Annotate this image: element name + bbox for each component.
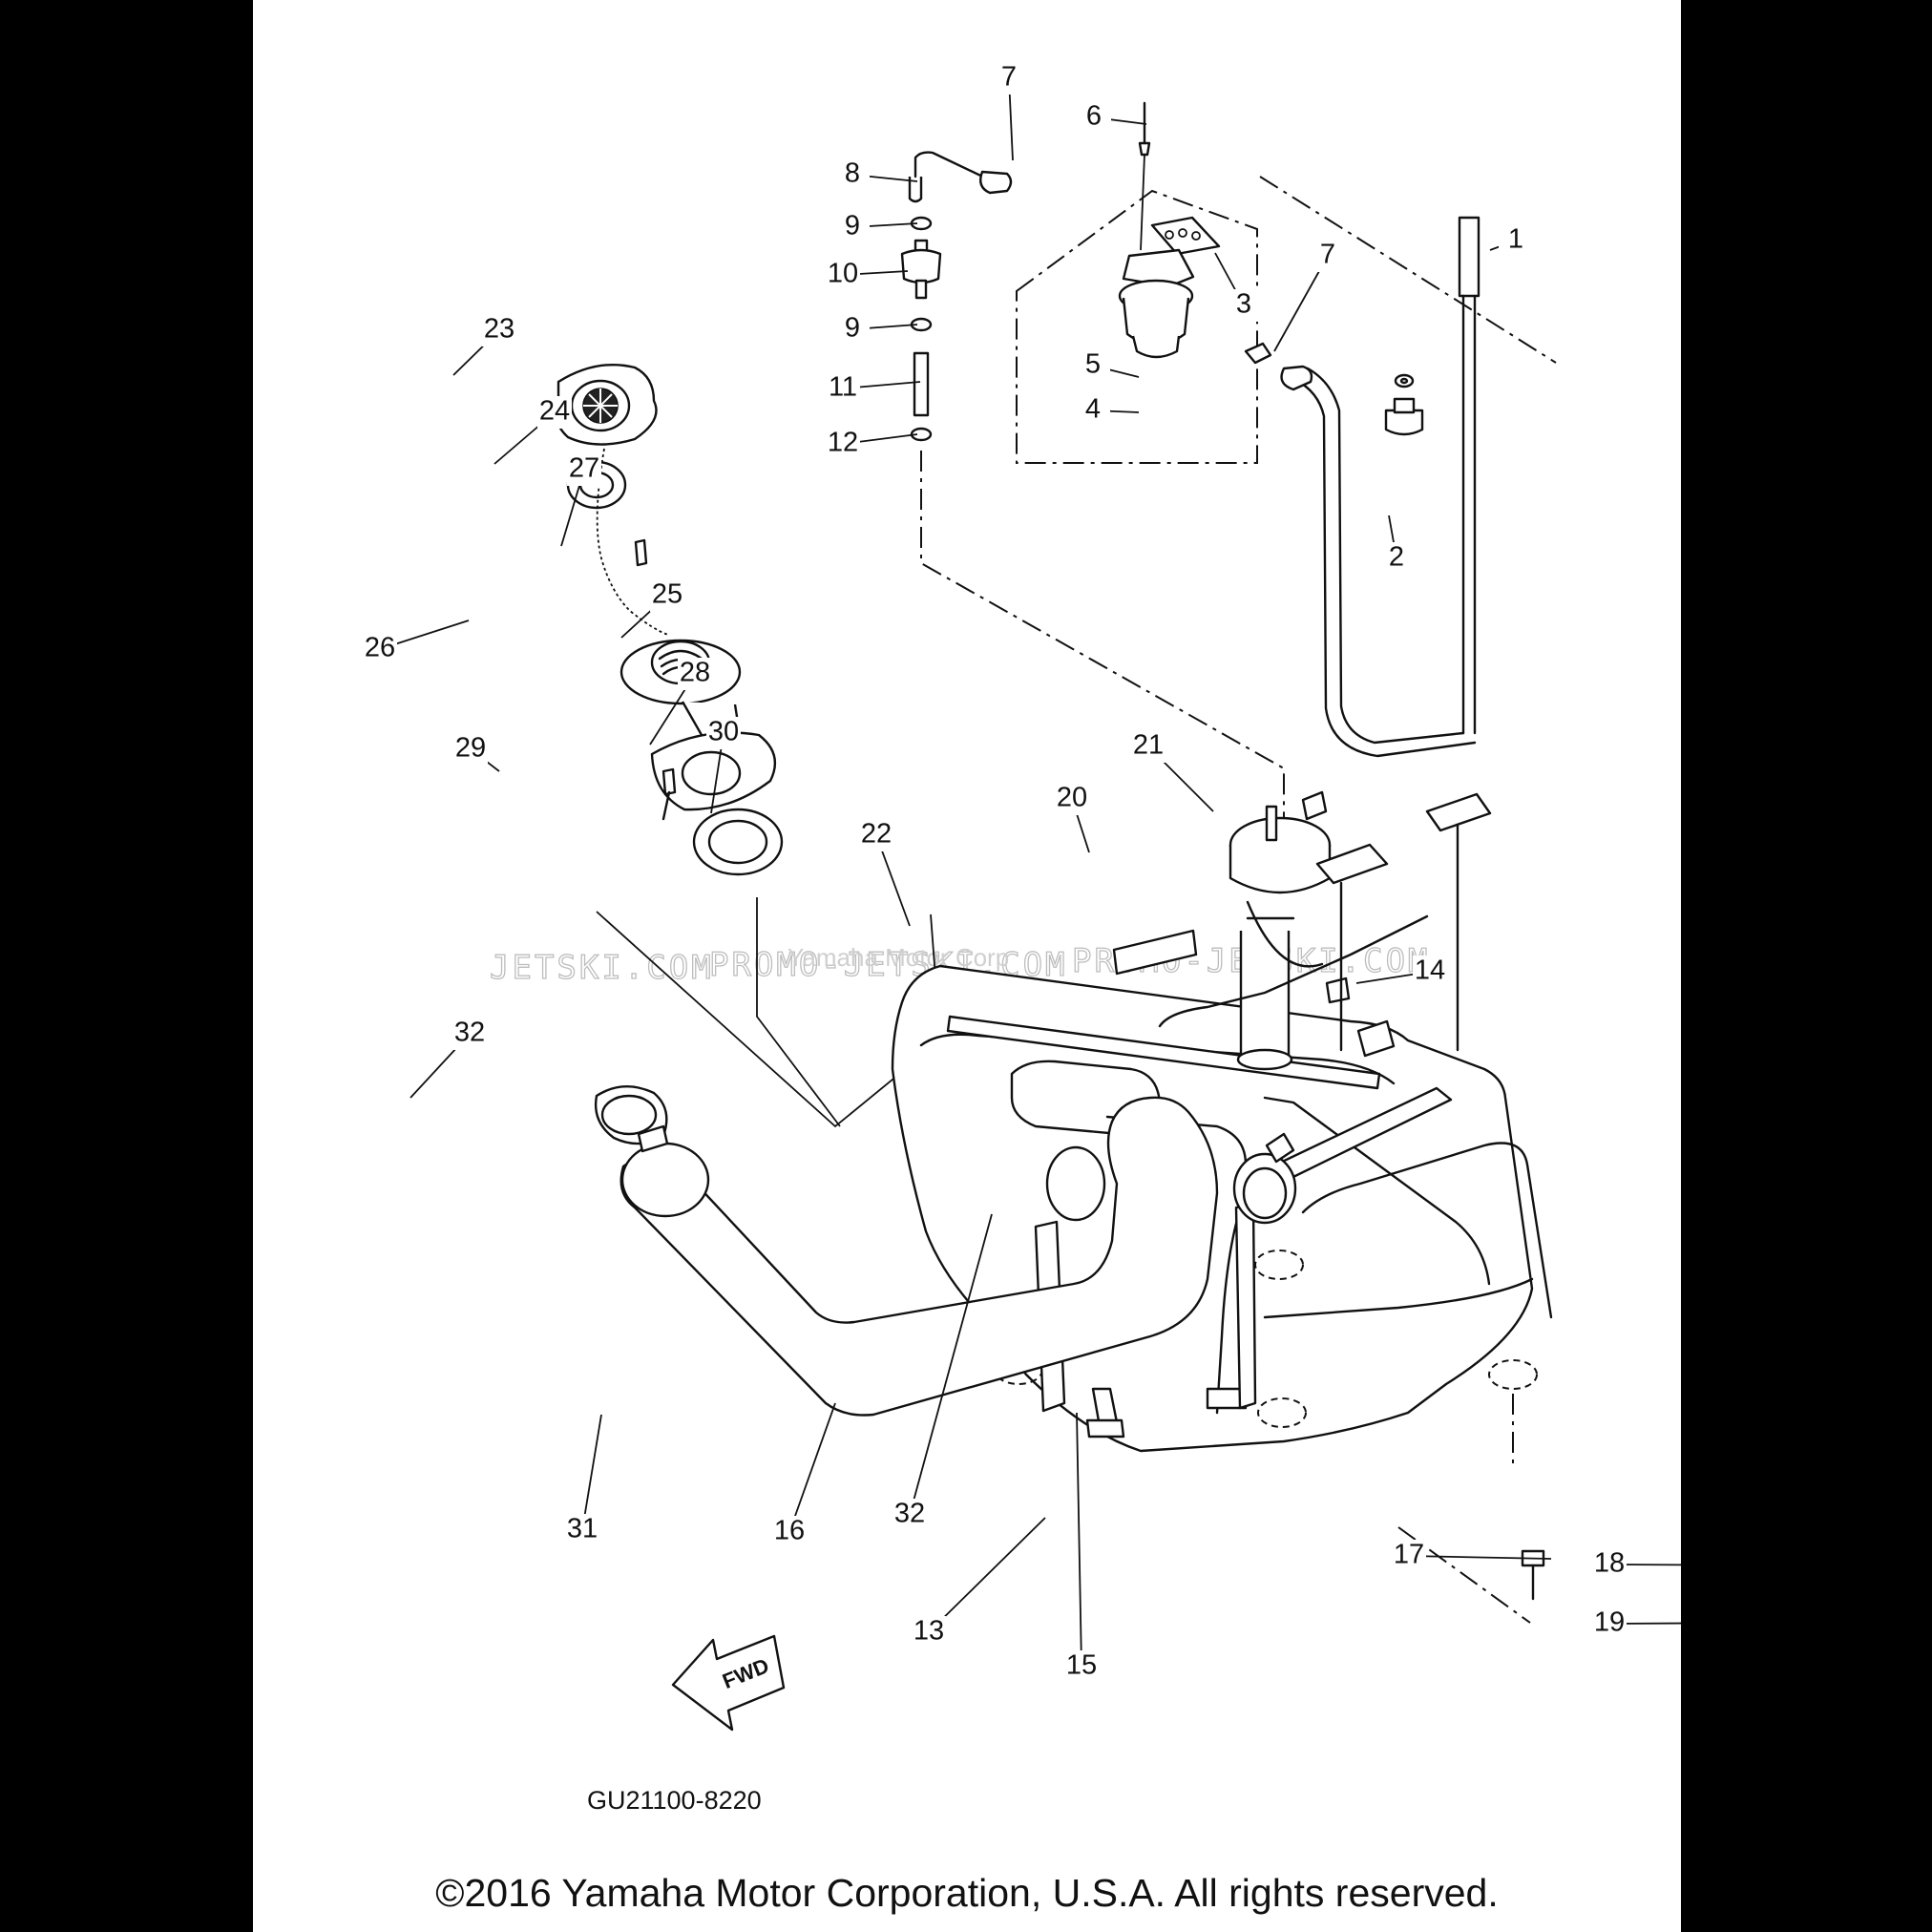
callout-bg	[826, 259, 860, 291]
callout-bg	[1311, 240, 1345, 272]
part-number-label: 18	[1594, 1548, 1625, 1579]
callout-bg	[565, 1514, 599, 1546]
part-number-label: 30	[708, 717, 739, 747]
callout-bg	[1592, 1607, 1627, 1640]
drawing-code: GU21100-8220	[587, 1786, 762, 1815]
callout-bg	[1076, 349, 1110, 382]
callout-bg	[859, 819, 893, 851]
callout-bg	[482, 314, 516, 346]
leader-line	[1608, 1622, 1681, 1625]
part-number-label: 11	[829, 372, 857, 403]
part-number-label: 32	[454, 1018, 485, 1048]
callout-bg	[772, 1516, 807, 1548]
part-number-label: 9	[845, 313, 860, 344]
part-number-label: 22	[861, 819, 892, 850]
part-number-label: 4	[1085, 394, 1101, 425]
filter-stack	[900, 151, 1285, 830]
part-number-label: 10	[828, 259, 858, 289]
callout-bg	[1076, 394, 1110, 427]
callout-bg	[1077, 101, 1111, 134]
leader-line	[581, 1414, 602, 1531]
part-number-label: 28	[680, 658, 710, 688]
part-number-label: 13	[914, 1616, 944, 1647]
leader-line	[788, 1402, 836, 1533]
filler-hose	[594, 1084, 1297, 1417]
copyright-notice: ©2016 Yamaha Motor Corporation, U.S.A. A…	[435, 1871, 1499, 1915]
leader-line	[1408, 1555, 1552, 1560]
part-number-label: 1	[1508, 224, 1523, 255]
callout-bg	[363, 633, 397, 665]
part-number-label: 27	[569, 453, 599, 484]
callout-bg	[1055, 783, 1089, 815]
part-number-label: 20	[1057, 783, 1087, 813]
callout-bg	[826, 372, 860, 405]
vent-hose	[1244, 216, 1480, 758]
callout-bg	[1131, 730, 1166, 763]
stickers	[1112, 792, 1492, 976]
callout-bg	[892, 1499, 927, 1531]
callout-bg	[678, 658, 712, 690]
part-number-label: 26	[365, 633, 395, 663]
fuel-cock-assembly	[1016, 101, 1557, 464]
part-number-label: 31	[567, 1514, 598, 1544]
part-number-label: 23	[484, 314, 514, 345]
part-number-label: 17	[1394, 1540, 1424, 1570]
callout-bg	[1064, 1650, 1099, 1683]
callout-bg	[1379, 542, 1414, 575]
part-number-label: 6	[1086, 101, 1102, 132]
callout-bg	[537, 396, 572, 429]
part-number-label: 9	[845, 211, 860, 242]
part-number-label: 19	[1594, 1607, 1625, 1638]
part-number-label: 2	[1389, 542, 1404, 573]
parts-diagram: JETSKI.COM PROMO-JETSKI.COM PROMO-JETSKI…	[363, 62, 1681, 1815]
callout-bg	[1499, 224, 1533, 257]
watermark-left: JETSKI.COM	[490, 949, 714, 987]
callout-bg	[835, 211, 870, 243]
callout-bg	[835, 158, 870, 191]
callout-bg	[706, 717, 741, 749]
leader-line	[1608, 1564, 1681, 1566]
part-number-label: 21	[1133, 730, 1164, 761]
part-number-label: 24	[539, 396, 570, 427]
filler-cap-group	[555, 363, 941, 1128]
part-number-label: 16	[774, 1516, 805, 1546]
part-number-label: 7	[1001, 62, 1017, 93]
part-number-label: 7	[1320, 240, 1335, 270]
part-number-label: 12	[828, 428, 858, 458]
leader-line	[928, 1517, 1046, 1633]
part-number-label: 8	[845, 158, 860, 189]
callout-bg	[1413, 956, 1447, 988]
leader-line	[909, 1213, 993, 1516]
part-number-label: 14	[1415, 956, 1445, 986]
diagram-sheet: JETSKI.COM PROMO-JETSKI.COM PROMO-JETSKI…	[253, 0, 1681, 1932]
callout-bg	[992, 62, 1026, 94]
callout-bg	[912, 1616, 946, 1648]
part-number-label: 32	[894, 1499, 925, 1529]
part-number-label: 25	[652, 579, 682, 610]
fuel-tank	[891, 790, 1553, 1624]
callout-bg	[567, 453, 601, 486]
callout-bg	[1592, 1548, 1627, 1581]
part-number-label: 29	[455, 733, 486, 764]
part-number-label: 5	[1085, 349, 1101, 380]
callout-bg	[835, 313, 870, 346]
callout-bg	[826, 428, 860, 460]
part-number-label: 3	[1236, 289, 1251, 320]
part-number-label: 15	[1066, 1650, 1097, 1681]
leader-line	[1076, 1412, 1082, 1668]
fwd-arrow-icon: FWD	[671, 1634, 786, 1732]
callout-bg	[452, 1018, 487, 1050]
callout-bg	[453, 733, 488, 766]
callout-bg	[1227, 289, 1261, 322]
watermark-inline: Yamaha Motor Corp	[788, 943, 1009, 972]
callout-bg	[1392, 1540, 1426, 1572]
callout-bg	[650, 579, 684, 612]
